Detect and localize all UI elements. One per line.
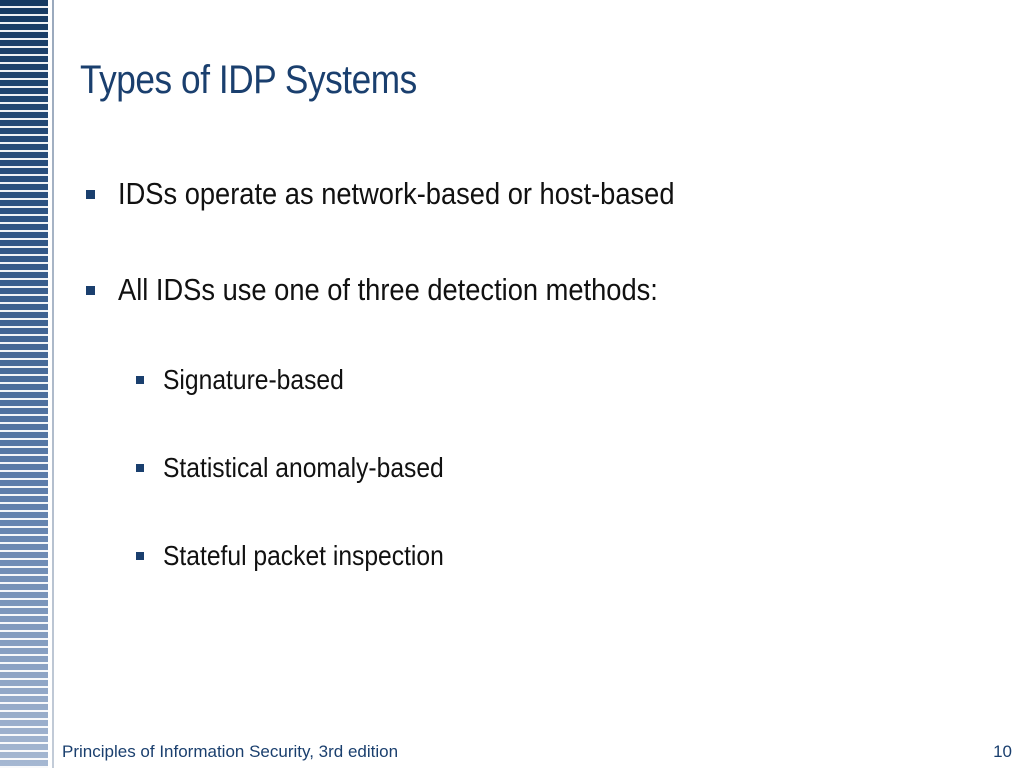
bullet-text: All IDSs use one of three detection meth… [118,272,658,307]
square-bullet-icon [86,286,95,295]
slide-number: 10 [993,742,1012,761]
bullet-text: Signature-based [163,364,344,395]
bullet-text: Statistical anomaly-based [163,452,444,483]
bullet-item: IDSs operate as network-based or host-ba… [86,176,750,212]
square-bullet-icon [136,552,144,560]
bullet-item: All IDSs use one of three detection meth… [86,272,731,308]
side-divider-line [52,0,54,768]
square-bullet-icon [86,190,95,199]
square-bullet-icon [136,464,144,472]
footer-text: Principles of Information Security, 3rd … [62,742,399,761]
side-band-stripes [0,0,48,768]
sub-bullet-item: Signature-based [136,364,368,396]
bullet-text: Stateful packet inspection [163,540,444,571]
bullet-text: IDSs operate as network-based or host-ba… [118,176,675,211]
slide-title: Types of IDP Systems [80,58,417,102]
sub-bullet-item: Statistical anomaly-based [136,452,482,484]
sub-bullet-item: Stateful packet inspection [136,540,482,572]
square-bullet-icon [136,376,144,384]
